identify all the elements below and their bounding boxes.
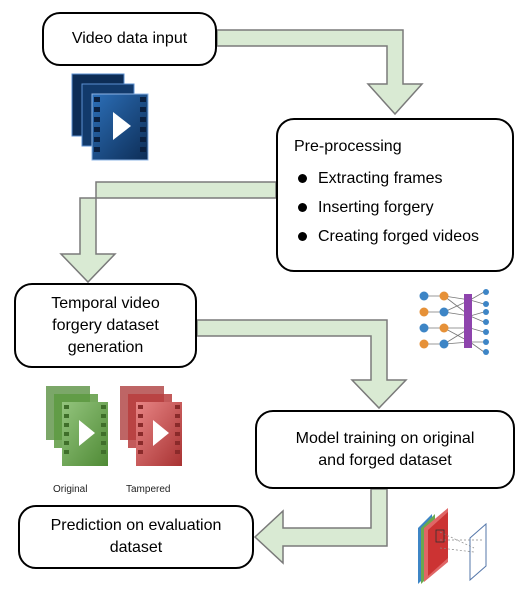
node-label-line: Temporal video: [51, 294, 160, 312]
node-label-line: Prediction on evaluation: [50, 517, 222, 534]
arrow-preprocessing-to-temporal: [59, 181, 277, 284]
arrow-model-to-prediction: [253, 488, 388, 565]
node-prediction: Prediction on evaluation dataset: [18, 505, 254, 569]
bullet-list: Extracting frames Inserting forgery Crea…: [294, 164, 512, 251]
node-label-line: forgery dataset: [52, 316, 159, 334]
node-title: Pre-processing: [294, 138, 402, 155]
video-stack-blue-icon: [71, 73, 149, 161]
node-label-line: and forged dataset: [318, 451, 452, 469]
video-stack-red-icon: [120, 386, 182, 466]
arrow-input-to-preprocessing: [216, 29, 424, 116]
caption-tampered: Tampered: [126, 484, 171, 495]
node-label-line: generation: [67, 338, 144, 356]
bullet-item: Extracting frames: [294, 164, 512, 193]
bullet-item: Inserting forgery: [294, 193, 512, 222]
cnn-layers-icon: [418, 508, 487, 584]
node-temporal-dataset-generation: Temporal video forgery dataset generatio…: [14, 283, 197, 368]
node-label-line: Model training on original: [295, 429, 475, 447]
node-label-line: dataset: [109, 539, 163, 556]
neural-network-icon: [419, 289, 489, 355]
arrow-temporal-to-model: [196, 319, 408, 410]
node-model-training: Model training on original and forged da…: [255, 410, 515, 489]
caption-original: Original: [53, 484, 88, 495]
node-label: Video data input: [71, 30, 188, 47]
node-video-data-input: Video data input: [42, 12, 217, 66]
video-stack-green-icon: [46, 386, 108, 466]
node-preprocessing: Pre-processing Extracting frames Inserti…: [276, 118, 514, 272]
bullet-item: Creating forged videos: [294, 222, 512, 251]
